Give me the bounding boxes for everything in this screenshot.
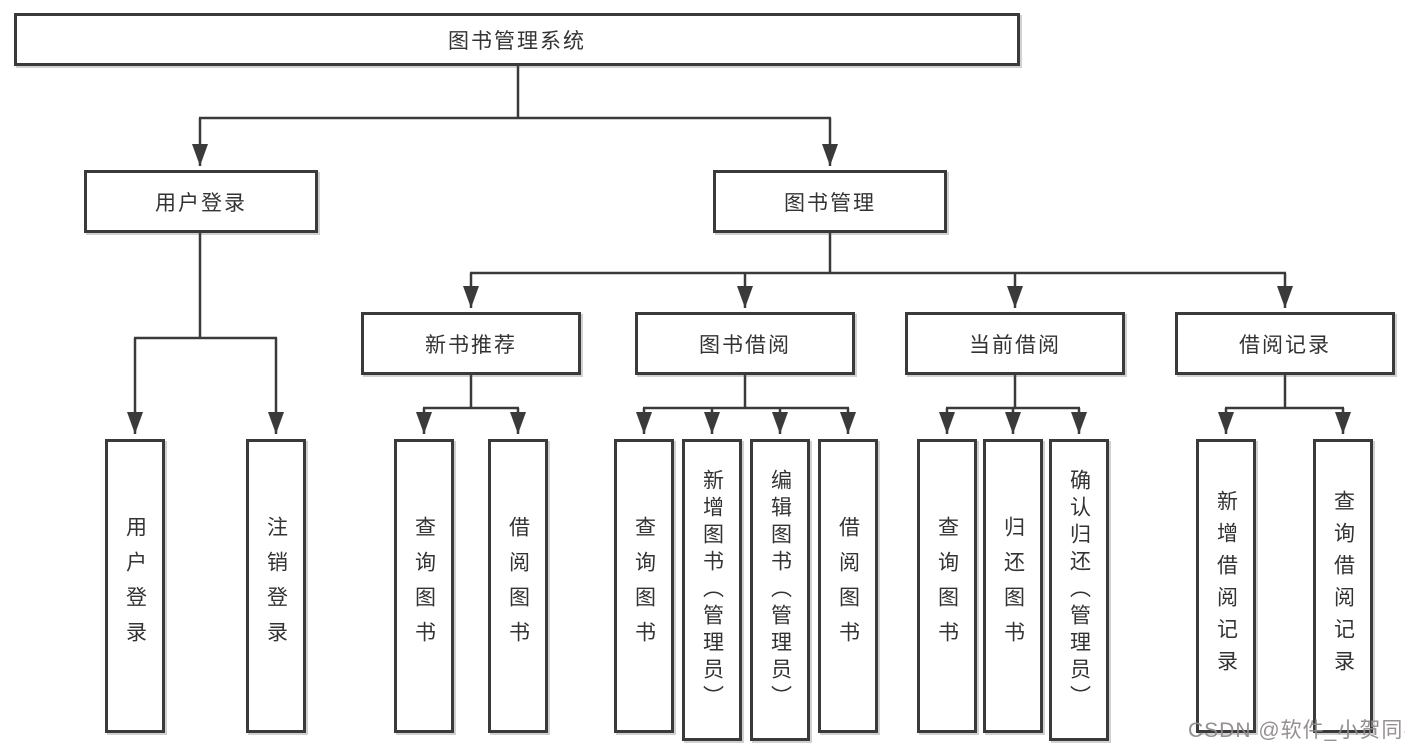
node-borrow-records: 借阅记录 — [1175, 312, 1395, 375]
leaf-add-borrow-record: 新增借阅记录 — [1196, 439, 1256, 733]
leaf-query-book-under-current: 查询图书 — [917, 439, 977, 733]
leaf-return-book: 归还图书 — [983, 439, 1043, 733]
watermark-text: CSDN @软件_小贺同学 — [1188, 719, 1405, 742]
node-root: 图书管理系统 — [14, 13, 1020, 66]
node-new-book-recommendation: 新书推荐 — [361, 312, 581, 375]
node-book-borrowing: 图书借阅 — [635, 312, 855, 375]
leaf-query-book-under-recommendation: 查询图书 — [394, 439, 454, 733]
leaf-user-login: 用户登录 — [105, 439, 165, 733]
node-current-borrowing: 当前借阅 — [905, 312, 1125, 375]
leaf-confirm-return-admin: 确认归还（管理员） — [1049, 439, 1109, 741]
node-book-management: 图书管理 — [713, 170, 947, 233]
leaf-query-borrow-record: 查询借阅记录 — [1313, 439, 1373, 733]
leaf-logout: 注销登录 — [246, 439, 306, 733]
leaf-borrow-book-under-recommendation: 借阅图书 — [488, 439, 548, 733]
leaf-borrow-book-under-borrowing: 借阅图书 — [818, 439, 878, 733]
leaf-query-book-under-borrowing: 查询图书 — [614, 439, 674, 733]
leaf-edit-book-admin: 编辑图书（管理员） — [750, 439, 810, 741]
node-user-login: 用户登录 — [84, 170, 318, 233]
leaf-add-book-admin: 新增图书（管理员） — [682, 439, 742, 741]
